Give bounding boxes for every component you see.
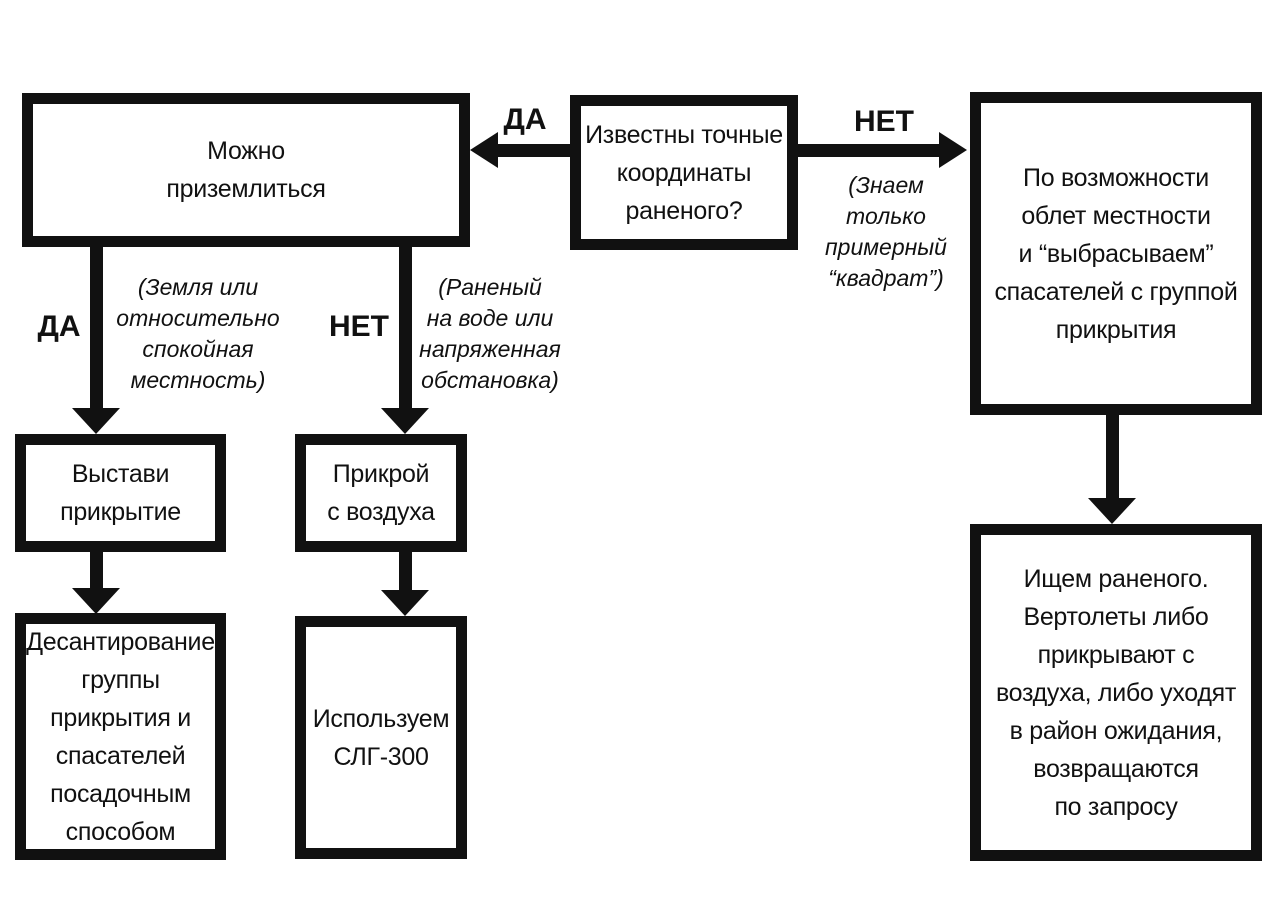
arrow-coverair-slg-head-down-icon: [381, 590, 429, 616]
node-use-slg300: Используем СЛГ-300: [295, 616, 467, 859]
node-landing-party-text: Десантирование группы прикрытия и спасат…: [26, 627, 215, 846]
node-overfly-drop-rescuers-text: По возможности облет местности и “выбрас…: [994, 163, 1238, 344]
node-cover-from-air-text: Прикрой с воздуха: [327, 460, 435, 526]
arrow-no-water-line: [399, 247, 412, 408]
note-water-or-tension: (Раненый на воде или напряженная обстано…: [419, 274, 561, 393]
arrow-coverair-slg-line: [399, 552, 412, 590]
arrow-no-line: [798, 144, 939, 157]
node-use-slg300-text: Используем СЛГ-300: [312, 704, 450, 771]
node-cover-from-air: Прикрой с воздуха: [295, 434, 467, 552]
node-can-land: Можно приземлиться: [22, 93, 470, 247]
arrow-setcover-landing-line: [90, 552, 103, 588]
arrow-yes-head-left-icon: [470, 132, 498, 168]
node-overfly-drop-rescuers: По возможности облет местности и “выбрас…: [970, 92, 1262, 415]
node-set-cover: Выстави прикрытие: [15, 434, 226, 552]
note-calm-terrain: (Земля или относительно спокойная местно…: [116, 274, 280, 393]
note-approx-square: (Знаем только примерный “квадрат”): [825, 172, 947, 291]
node-known-coordinates-question: Известны точные координаты раненого?: [570, 95, 798, 250]
node-known-coordinates-question-text: Известны точные координаты раненого?: [585, 120, 783, 225]
arrow-no-head-right-icon: [939, 132, 967, 168]
arrow-overfly-search-line: [1106, 415, 1119, 498]
arrow-yes-ground-line: [90, 247, 103, 408]
arrow-no-water-head-down-icon: [381, 408, 429, 434]
edge-label-no-left: НЕТ: [329, 310, 389, 343]
arrow-yes-ground-head-down-icon: [72, 408, 120, 434]
edge-label-no-top: НЕТ: [854, 105, 914, 138]
arrow-setcover-landing-head-down-icon: [72, 588, 120, 614]
node-landing-party: Десантирование группы прикрытия и спасат…: [15, 613, 226, 860]
edge-label-yes-top: ДА: [503, 103, 547, 136]
arrow-overfly-search-head-down-icon: [1088, 498, 1136, 524]
arrow-yes-line: [498, 144, 570, 157]
node-search-wounded: Ищем раненого. Вертолеты либо прикрывают…: [970, 524, 1262, 861]
edge-label-yes-left: ДА: [37, 310, 81, 343]
node-set-cover-text: Выстави прикрытие: [60, 460, 181, 526]
node-can-land-text: Можно приземлиться: [166, 137, 326, 203]
node-search-wounded-text: Ищем раненого. Вертолеты либо прикрывают…: [995, 564, 1236, 821]
